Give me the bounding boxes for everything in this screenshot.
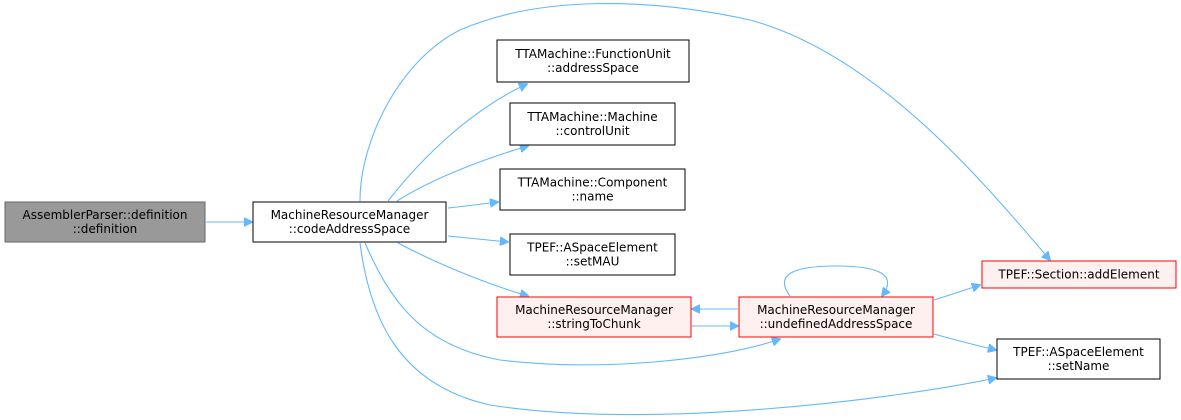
edge-code-address-space-to-undefined-address-space xyxy=(364,242,780,366)
node-label-line: TTAMachine::FunctionUnit xyxy=(514,47,671,61)
node-label-line: TTAMachine::Component xyxy=(517,176,668,190)
node-box[interactable] xyxy=(252,201,447,243)
node-box[interactable] xyxy=(509,233,676,276)
node-label-line: MachineResourceManager xyxy=(757,303,915,317)
edge-code-address-space-to-aspace-element-set-name xyxy=(359,242,996,416)
node-aspace-element-set-mau[interactable]: TPEF::ASpaceElement::setMAU xyxy=(509,233,676,276)
edge-undefined-address-space-to-aspace-element-set-name xyxy=(933,333,996,350)
node-assembler-parser-definition[interactable]: AssemblerParser::definition::definition xyxy=(4,201,206,243)
node-label-line: ::stringToChunk xyxy=(547,317,640,331)
edge-undefined-address-space-to-undefined-address-space xyxy=(784,265,887,296)
node-label-line: ::undefinedAddressSpace xyxy=(760,317,913,331)
node-box[interactable] xyxy=(981,260,1177,289)
node-string-to-chunk[interactable]: MachineResourceManager::stringToChunk xyxy=(496,296,692,338)
node-label-line: AssemblerParser::definition xyxy=(23,208,188,222)
node-label-line: ::name xyxy=(571,190,613,204)
edge-code-address-space-to-component-name xyxy=(447,202,498,209)
edge-code-address-space-to-function-unit-address-space xyxy=(387,84,527,202)
node-label-line: MachineResourceManager xyxy=(515,303,673,317)
node-box[interactable] xyxy=(496,39,690,83)
node-label-line: TPEF::Section::addElement xyxy=(997,268,1159,282)
node-label-line: ::controlUnit xyxy=(555,124,629,138)
node-label-line: ::setMAU xyxy=(566,255,620,269)
edge-code-address-space-to-machine-control-unit xyxy=(396,146,528,202)
node-machine-control-unit[interactable]: TTAMachine::Machine::controlUnit xyxy=(509,102,676,146)
node-function-unit-address-space[interactable]: TTAMachine::FunctionUnit::addressSpace xyxy=(496,39,690,83)
node-label-line: TTAMachine::Machine xyxy=(526,110,657,124)
node-label-line: TPEF::ASpaceElement xyxy=(1012,345,1144,359)
node-label-line: ::addressSpace xyxy=(547,61,639,75)
node-label-line: ::definition xyxy=(73,222,138,236)
edge-code-address-space-to-section-add-element xyxy=(359,3,1050,260)
node-aspace-element-set-name[interactable]: TPEF::ASpaceElement::setName xyxy=(996,338,1161,380)
node-section-add-element[interactable]: TPEF::Section::addElement xyxy=(981,260,1177,289)
node-label-line: ::setName xyxy=(1048,359,1110,373)
node-box[interactable] xyxy=(496,296,692,338)
node-label-line: MachineResourceManager xyxy=(271,208,429,222)
node-label-line: TPEF::ASpaceElement xyxy=(526,241,658,255)
edge-code-address-space-to-string-to-chunk xyxy=(397,242,528,296)
node-component-name[interactable]: TTAMachine::Component::name xyxy=(499,168,686,211)
node-undefined-address-space[interactable]: MachineResourceManager::undefinedAddress… xyxy=(738,296,934,338)
node-code-address-space[interactable]: MachineResourceManager::codeAddressSpace xyxy=(252,201,447,243)
node-box[interactable] xyxy=(509,102,676,146)
node-box[interactable] xyxy=(4,201,206,243)
node-box[interactable] xyxy=(499,168,686,211)
edge-code-address-space-to-aspace-element-set-mau xyxy=(447,235,508,242)
node-label-line: ::codeAddressSpace xyxy=(289,222,410,236)
node-box[interactable] xyxy=(996,338,1161,380)
edge-undefined-address-space-to-section-add-element xyxy=(933,285,980,301)
node-box[interactable] xyxy=(738,296,934,338)
